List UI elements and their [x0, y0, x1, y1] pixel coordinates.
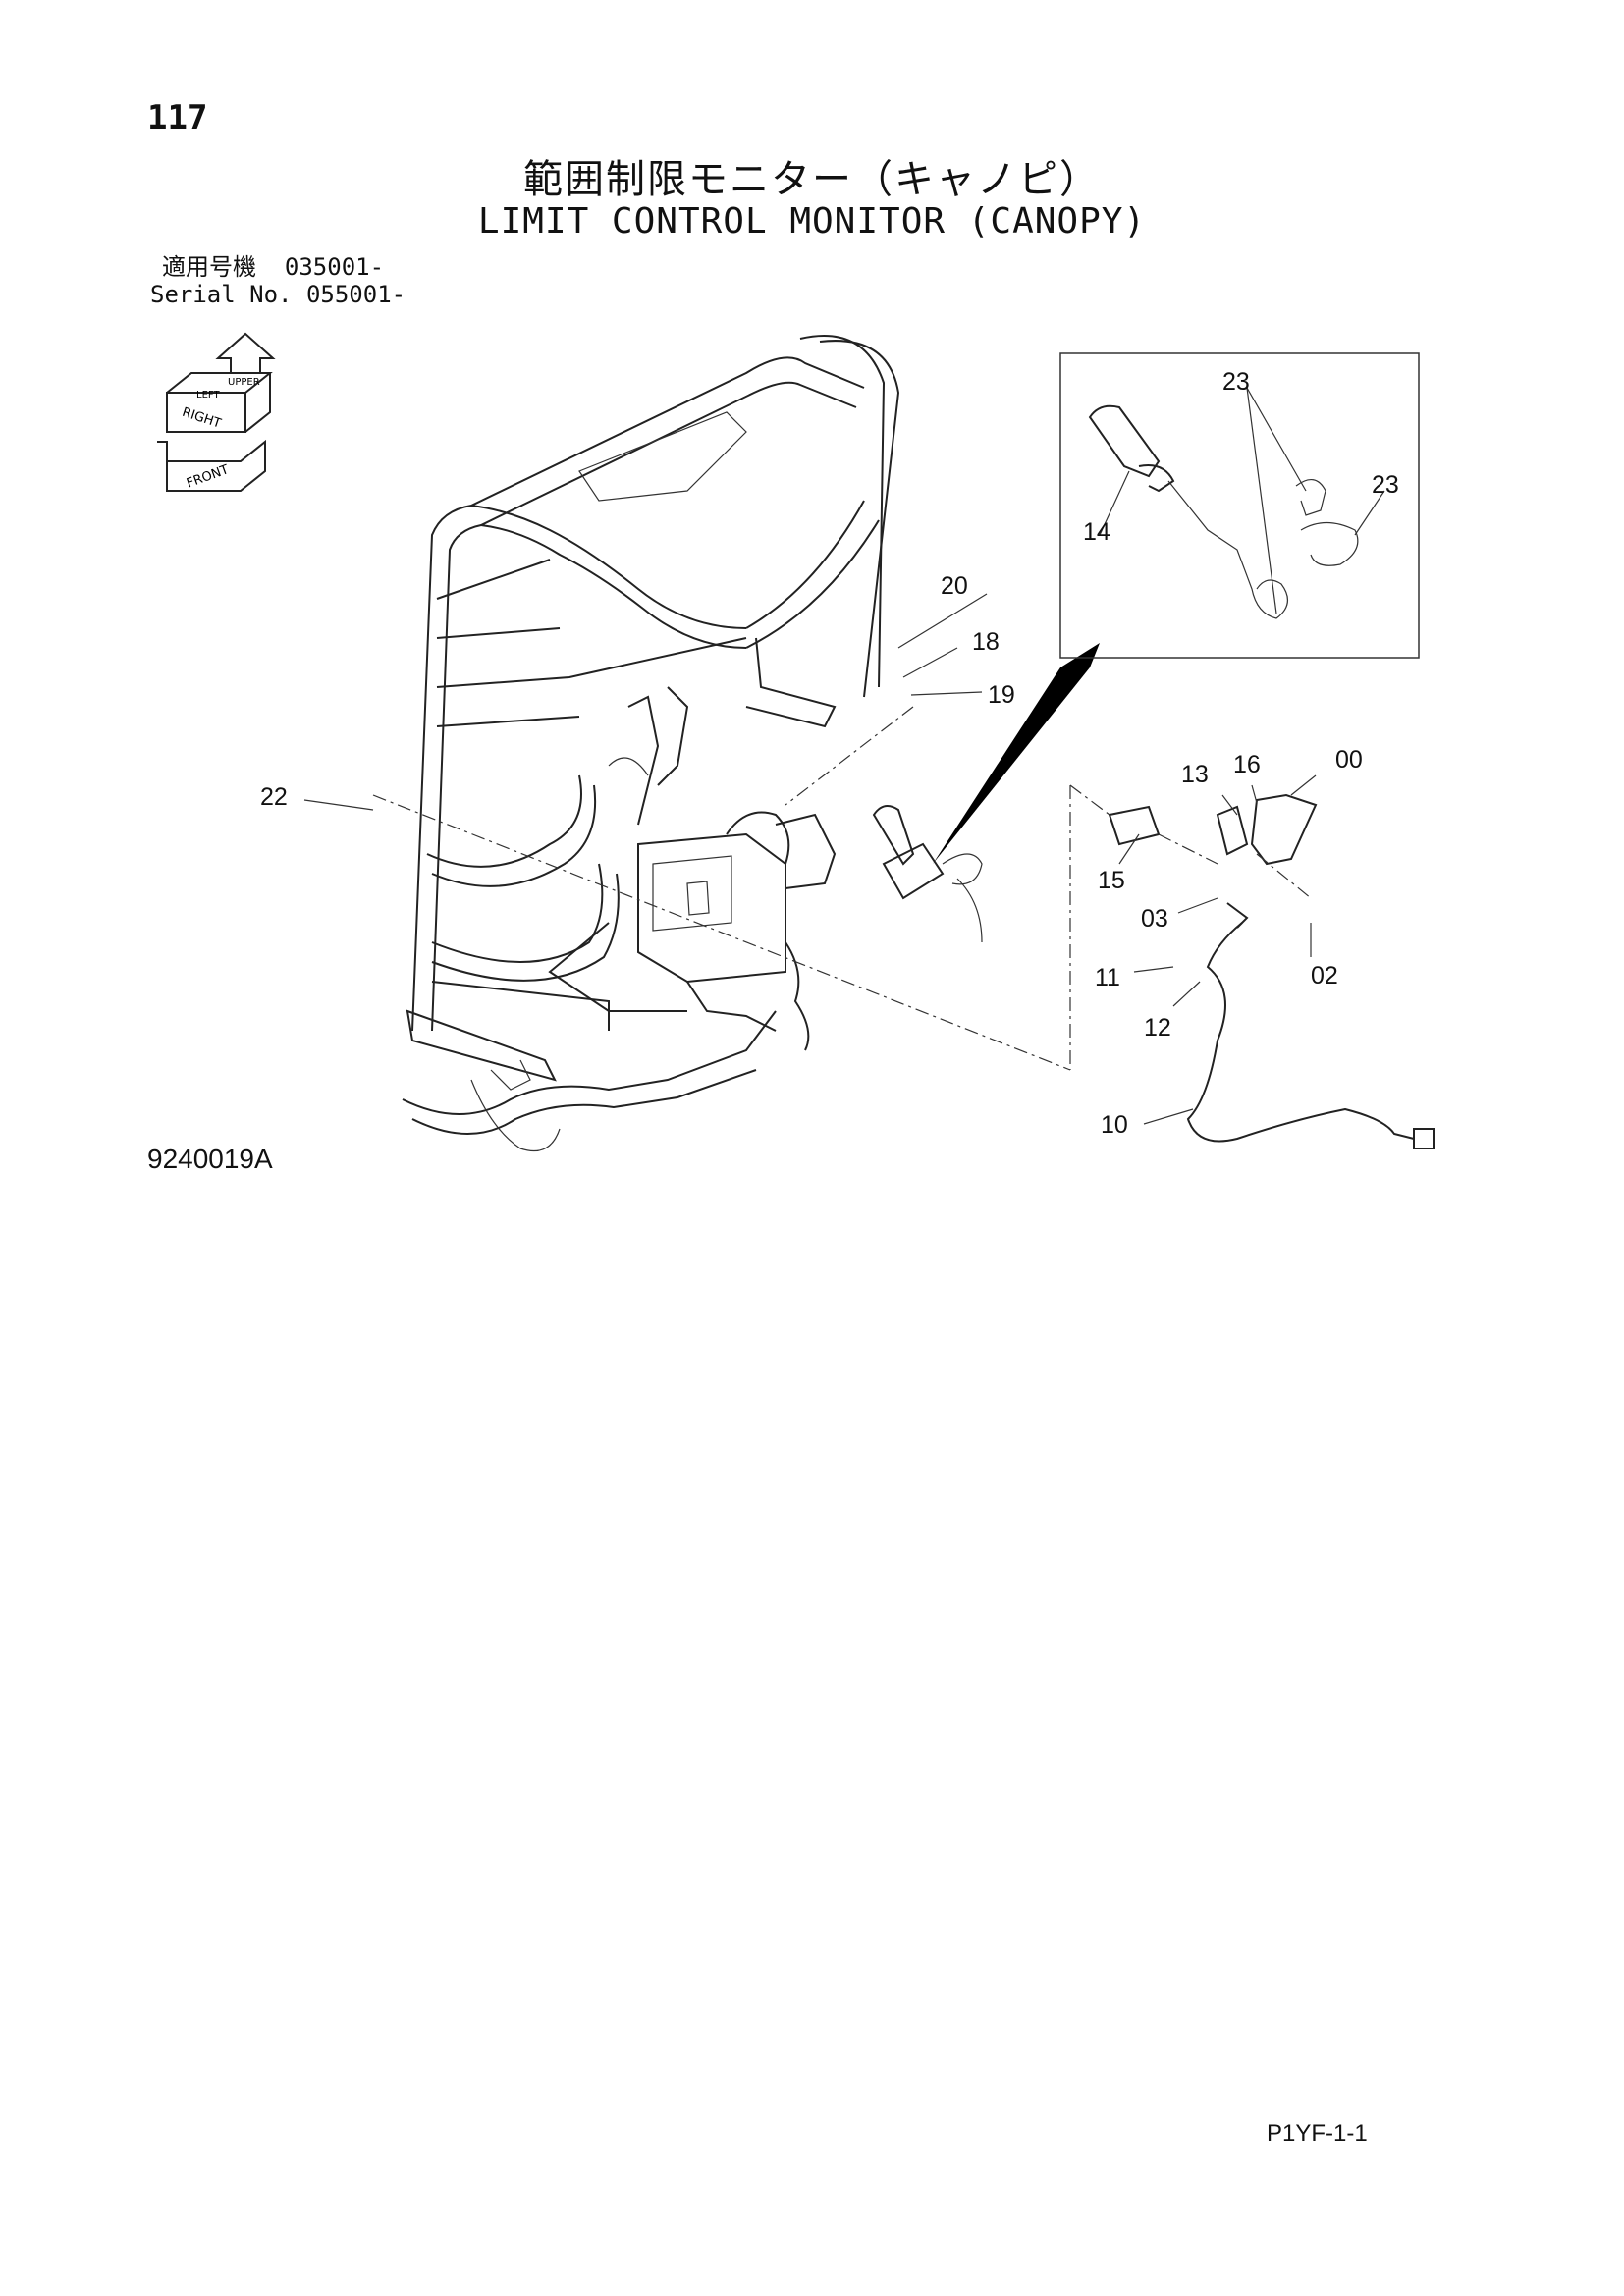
serial-value-en: 055001- — [305, 281, 406, 308]
callout-03: 03 — [1141, 905, 1168, 933]
callout-14: 14 — [1083, 518, 1110, 546]
orientation-icon: RIGHT FRONT UPPER LEFT — [157, 332, 276, 492]
leader-lines — [303, 470, 1317, 1125]
callout-15: 15 — [1098, 867, 1125, 894]
serial-label-jp: 適用号機 — [162, 253, 256, 281]
serial-applicability: 適用号機 035001- Serial No. 055001- — [150, 253, 406, 308]
callout-10: 10 — [1101, 1111, 1128, 1139]
callout-23-b: 23 — [1372, 471, 1399, 499]
detail-knob — [1088, 387, 1385, 619]
serial-row-jp: 適用号機 035001- — [162, 253, 406, 281]
canopy-frame — [406, 335, 900, 1082]
callout-11: 11 — [1095, 964, 1120, 991]
callout-18: 18 — [972, 628, 1000, 656]
callout-20: 20 — [941, 572, 968, 600]
orientation-label-left: LEFT — [196, 390, 220, 400]
detail-pointer-arrow — [933, 643, 1100, 864]
callout-19: 19 — [988, 681, 1015, 709]
orientation-label-front: FRONT — [185, 462, 231, 491]
orientation-label-right: RIGHT — [181, 405, 223, 432]
callout-23-a: 23 — [1222, 368, 1250, 396]
callout-22: 22 — [260, 783, 288, 811]
sensor-assembly — [1108, 793, 1435, 1149]
orientation-label-upper: UPPER — [228, 377, 260, 388]
serial-row-en: Serial No. 055001- — [150, 281, 406, 308]
knob-assembly — [872, 805, 983, 943]
serial-value-jp: 035001- — [284, 253, 385, 281]
page-title-en: LIMIT CONTROL MONITOR (CANOPY) — [477, 201, 1147, 241]
detail-inset-box — [1059, 352, 1420, 659]
callout-16: 16 — [1233, 751, 1261, 778]
page-number: 117 — [147, 98, 208, 137]
page-title-jp: 範囲制限モニター（キャノピ） — [523, 157, 1101, 202]
control-box-assembly — [402, 686, 837, 1152]
callout-00: 00 — [1335, 746, 1363, 774]
serial-label-en: Serial No. — [150, 281, 293, 308]
callout-02: 02 — [1311, 962, 1338, 989]
callout-12: 12 — [1144, 1014, 1171, 1041]
callout-13: 13 — [1181, 761, 1209, 788]
page-code: P1YF-1-1 — [1267, 2120, 1368, 2147]
figure-id: 9240019A — [147, 1144, 273, 1174]
